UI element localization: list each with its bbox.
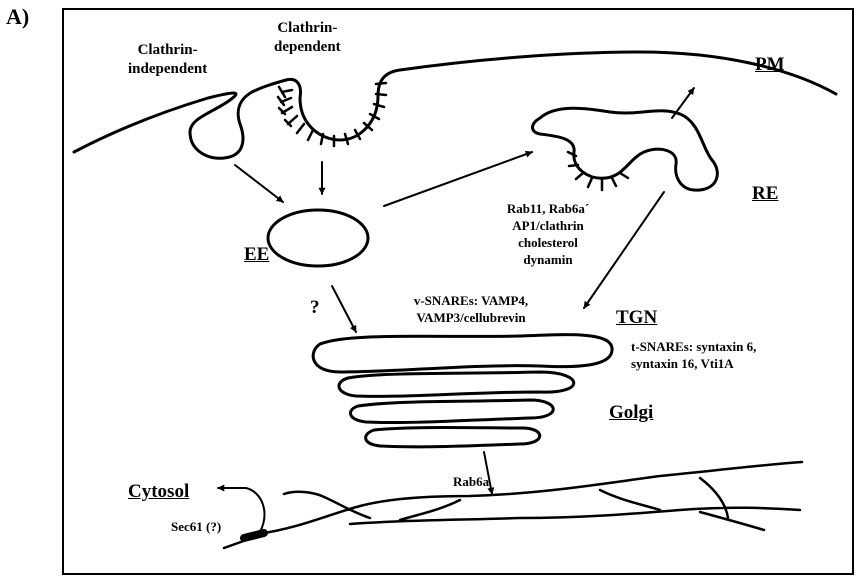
arrow-ee-to-tgn (332, 286, 356, 332)
re-clathrin-bud (568, 152, 628, 190)
pm-label: PM (755, 54, 785, 76)
arrow-ee-to-re (384, 152, 532, 206)
re-to-tgn-factors: Rab11, Rab6a´ AP1/clathrin cholesterol d… (500, 200, 596, 268)
v-snares-label: v-SNAREs: VAMP4, VAMP3/cellubrevin (396, 292, 546, 326)
v-snares-line-1: v-SNAREs: VAMP4, (396, 292, 546, 309)
clathrin-independent-line-2: independent (128, 60, 207, 79)
clathrin-dependent-line-1: Clathrin- (274, 19, 341, 38)
factor-line-2: AP1/clathrin (500, 217, 596, 234)
clathrin-independent-label: Clathrin- independent (128, 41, 207, 79)
recycling-endosome (533, 108, 718, 190)
factor-line-3: cholesterol (500, 234, 596, 251)
early-endosome (268, 210, 368, 266)
sec61-label: Sec61 (?) (171, 518, 221, 535)
t-snares-label: t-SNAREs: syntaxin 6, syntaxin 16, Vti1A (631, 338, 756, 372)
clathrin-dependent-label: Clathrin- dependent (274, 19, 341, 57)
arrow-pit-to-ee (235, 165, 283, 202)
arrow-re-to-tgn (584, 192, 664, 308)
t-snares-line-1: t-SNAREs: syntaxin 6, (631, 338, 756, 355)
endoplasmic-reticulum (224, 462, 802, 548)
golgi-label: Golgi (609, 402, 653, 424)
golgi-stack (339, 372, 574, 447)
question-mark: ? (310, 297, 320, 319)
cytosol-label: Cytosol (128, 481, 189, 503)
clathrin-independent-line-1: Clathrin- (128, 41, 207, 60)
ee-label: EE (244, 244, 269, 266)
re-label: RE (752, 183, 778, 205)
clathrin-dependent-line-2: dependent (274, 38, 341, 57)
arrow-er-to-cytosol (218, 488, 264, 532)
sec61-translocon (244, 533, 264, 538)
arrow-re-to-pm (672, 88, 694, 118)
factor-line-1: Rab11, Rab6a´ (500, 200, 596, 217)
tgn-label: TGN (616, 307, 657, 329)
factor-line-4: dynamin (500, 251, 596, 268)
clathrin-coat (278, 83, 386, 146)
v-snares-line-2: VAMP3/cellubrevin (396, 309, 546, 326)
t-snares-line-2: syntaxin 16, Vti1A (631, 355, 756, 372)
tgn-cisterna (313, 335, 612, 372)
rab6a-label: Rab6a (453, 473, 489, 490)
